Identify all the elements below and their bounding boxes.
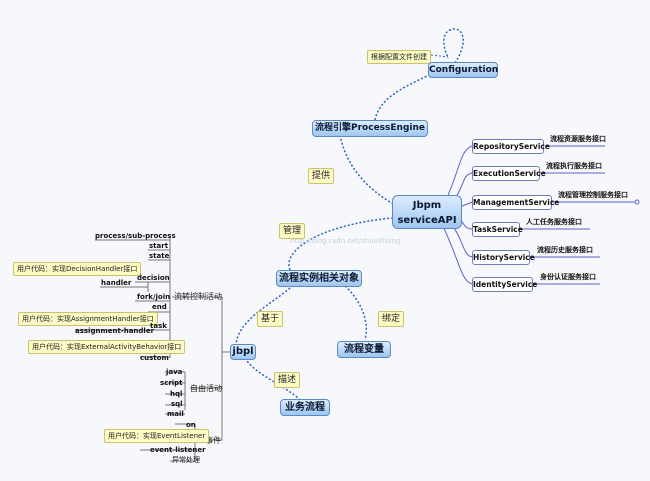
- identity-service-node[interactable]: IdentityService: [472, 277, 537, 292]
- watermark: http://blog.csdn.net/zhao9tiang: [290, 237, 401, 245]
- decision-note: 用户代码：实现DecisionHandler接口: [13, 262, 142, 276]
- process-instance-objects-node[interactable]: 流程实例相关对象: [276, 270, 362, 287]
- item-assignment-handler: assignment-handler: [75, 327, 155, 335]
- assignment-note: 用户代码：实现AssignmentHandler接口: [18, 312, 158, 326]
- events-label: 事件: [205, 436, 221, 445]
- identity-service-desc: 身份认证服务接口: [540, 273, 596, 281]
- item-process: process/sub-process: [95, 232, 176, 240]
- item-java: java: [166, 368, 183, 376]
- auto-activity-label: 自由活动: [190, 384, 222, 393]
- item-event-listener: event-listener: [150, 446, 206, 454]
- process-variables-node[interactable]: 流程变量: [337, 341, 391, 358]
- item-forkjoin: fork/join: [137, 293, 171, 301]
- jbpm-service-api-node[interactable]: Jbpm serviceAPI: [392, 195, 462, 229]
- management-service-desc: 流程管理控制服务接口: [558, 191, 628, 199]
- repository-service-node[interactable]: RepositoryService: [472, 139, 550, 154]
- history-service-node[interactable]: HistoryService: [472, 250, 535, 265]
- item-end: end: [152, 303, 167, 311]
- item-exception: 异常处理: [172, 456, 200, 464]
- configuration-node[interactable]: Configuration: [428, 62, 498, 78]
- execution-service-desc: 流程执行服务接口: [546, 162, 602, 170]
- flow-control-label: 流转控制活动: [174, 292, 222, 301]
- item-hql: hql: [170, 390, 183, 398]
- process-engine-node[interactable]: 流程引擎ProcessEngine: [312, 120, 428, 137]
- bind-label: 绑定: [378, 311, 405, 327]
- business-process-node[interactable]: 业务流程: [280, 399, 330, 416]
- history-service-desc: 流程历史服务接口: [537, 246, 593, 254]
- describe-label: 描述: [274, 372, 301, 388]
- item-on: on: [186, 421, 196, 429]
- based-on-label: 基于: [257, 311, 284, 327]
- execution-service-node[interactable]: ExecutionService: [472, 166, 546, 181]
- item-script: script: [160, 379, 183, 387]
- item-handler: handler: [101, 279, 132, 287]
- item-mail: mail: [167, 410, 184, 418]
- center-line1: Jbpm: [412, 200, 442, 211]
- custom-note: 用户代码：实现ExternalActivityBehavior接口: [28, 340, 186, 354]
- event-listener-note: 用户代码：实现EventListener: [104, 429, 210, 443]
- repository-service-desc: 流程资源服务接口: [550, 135, 606, 143]
- item-task: task: [150, 322, 167, 330]
- item-custom: custom: [140, 354, 169, 362]
- config-note: 根据配置文件创建: [367, 50, 431, 64]
- item-decision: decision: [137, 274, 170, 282]
- item-state: state: [149, 252, 170, 260]
- item-sql: sql: [171, 400, 183, 408]
- center-line2: serviceAPI: [397, 215, 457, 226]
- task-service-desc: 人工任务服务接口: [526, 218, 582, 226]
- jbpl-node[interactable]: jbpl: [230, 344, 256, 360]
- provide-label: 提供: [308, 168, 335, 184]
- manage-label: 管理: [279, 223, 306, 239]
- item-start: start: [149, 242, 169, 250]
- management-service-node[interactable]: ManagementService: [472, 195, 559, 210]
- task-service-node[interactable]: TaskService: [472, 222, 523, 237]
